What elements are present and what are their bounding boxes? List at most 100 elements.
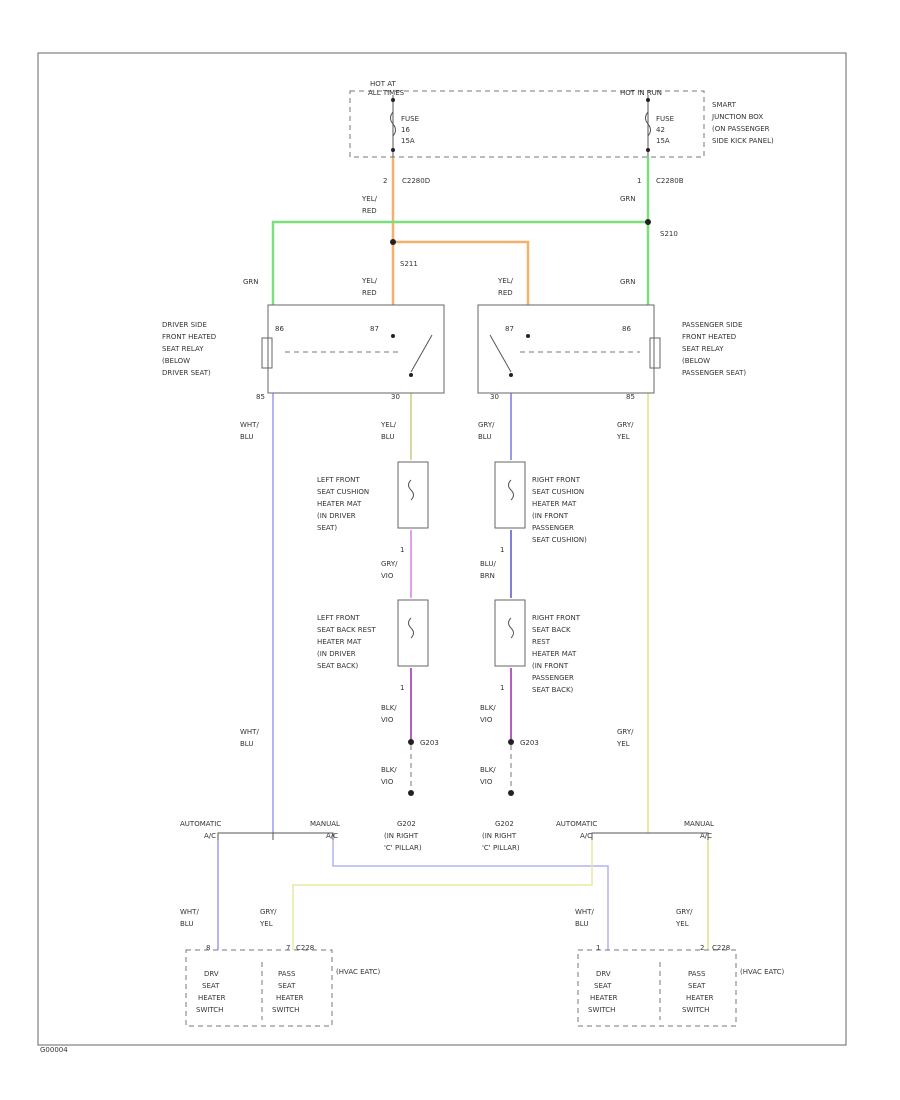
sjb-right-pin: 1	[637, 177, 641, 185]
fuse-42-label-2: 42	[656, 126, 665, 134]
wire-yel-red-branch	[393, 240, 530, 305]
option-auto-1-a: AUTOMATIC	[180, 820, 221, 828]
wire-label-yel-red-a-1: YEL/	[361, 195, 378, 203]
wire-label-wht-blu-1-b: BLU	[240, 433, 253, 441]
relay-left-pin-30: 30	[391, 393, 400, 401]
wire-label-blk-vio-2-a: BLK/	[480, 704, 496, 712]
sjb-left-pin: 2	[383, 177, 387, 185]
splice-s211-dot	[390, 239, 396, 245]
heater-left-back-box	[397, 599, 429, 667]
switch-left-pin-7: 7	[286, 944, 290, 952]
relay-right-pin-30: 30	[490, 393, 499, 401]
sjb-right-conn: C2280B	[656, 177, 684, 185]
diagram-frame	[37, 52, 847, 1046]
pin-left-cushion: 1	[400, 546, 404, 554]
wire-label-gry-yel-3-b: YEL	[259, 920, 273, 928]
sjb-left-header-2: ALL TIMES	[368, 89, 405, 97]
wires	[217, 157, 709, 950]
switch-left-pass-2: SEAT	[278, 982, 296, 990]
switch-right-pass-1: PASS	[688, 970, 706, 978]
options-left: AUTOMATIC A/C MANUAL A/C	[180, 820, 340, 840]
wire-label-yel-red-right-2: RED	[498, 289, 513, 297]
option-auto-2-a: AUTOMATIC	[556, 820, 597, 828]
relay-left-30-dot	[409, 373, 413, 377]
wire-label-blk-vio-2-b: VIO	[480, 716, 493, 724]
wire-label-gry-yel-4-a: GRY/	[676, 908, 693, 916]
switch-right-pass-4: SWITCH	[682, 1006, 709, 1014]
heater-left-cushion-label-3: HEATER MAT	[317, 500, 362, 508]
relay-left-label-4: (BELOW	[162, 357, 190, 365]
switch-right-pin-1: 1	[596, 944, 600, 952]
switch-left-drv-3: HEATER	[198, 994, 226, 1002]
switch-left-desc: (HVAC EATC)	[336, 968, 381, 976]
splice-s211-label: S211	[400, 260, 418, 268]
heater-left-cushion: LEFT FRONT SEAT CUSHION HEATER MAT (IN D…	[317, 461, 429, 532]
relay-left-label-5: DRIVER SEAT)	[162, 369, 211, 377]
sjb-desc-2: JUNCTION BOX	[711, 113, 763, 121]
heater-right-back-box	[494, 599, 526, 667]
heater-left-cushion-label-2: SEAT CUSHION	[317, 488, 369, 496]
option-auto-1-b: A/C	[204, 832, 216, 840]
sjb-dashed-box	[349, 90, 705, 158]
wire-label-yel-blu-a: YEL/	[380, 421, 397, 429]
switch-left-drv-4: SWITCH	[196, 1006, 223, 1014]
relay-left-pin-85: 85	[256, 393, 265, 401]
switch-left-drv-1: DRV	[204, 970, 219, 978]
relay-right-contact	[489, 334, 512, 373]
wire-label-gry-vio-b: VIO	[381, 572, 394, 580]
heater-right-back-label-7: SEAT BACK)	[532, 686, 574, 694]
ground-splice-left-dot	[408, 739, 414, 745]
fuse-16-label-1: FUSE	[401, 115, 419, 123]
wire-label-grn-a: GRN	[620, 195, 636, 203]
splice-s210-label: S210	[660, 230, 678, 238]
switch-right-drv-3: HEATER	[590, 994, 618, 1002]
switch-right-pin-2: 2	[700, 944, 704, 952]
heater-right-back-label-3: REST	[532, 638, 551, 646]
relay-right: 87 86 30 85 PASSENGER SIDE FRONT HEATED …	[477, 304, 746, 401]
relay-left-label-2: FRONT HEATED	[162, 333, 216, 341]
wire-label-wht-blu-2-a: WHT/	[240, 728, 259, 736]
ground-label-left-2: (IN RIGHT	[384, 832, 419, 840]
relay-right-pin-86: 86	[622, 325, 631, 333]
relay-right-label-4: (BELOW	[682, 357, 710, 365]
relay-left-pin-86: 86	[275, 325, 284, 333]
sjb-desc-4: SIDE KICK PANEL)	[712, 137, 774, 145]
relay-right-label-3: SEAT RELAY	[682, 345, 724, 353]
relay-left-87-dot	[391, 334, 395, 338]
ground-label-left-3: 'C' PILLAR)	[384, 844, 422, 852]
wire-label-blu-brn-a: BLU/	[480, 560, 496, 568]
heater-right-cushion-label-6: SEAT CUSHION)	[532, 536, 587, 544]
heater-right-back-label-1: RIGHT FRONT	[532, 614, 581, 622]
switch-right-drv-4: SWITCH	[588, 1006, 615, 1014]
sjb-left-conn: C2280D	[402, 177, 430, 185]
switch-right-drv-1: DRV	[596, 970, 611, 978]
smart-junction-box: HOT AT ALL TIMES HOT IN RUN FUSE 16 15A …	[349, 80, 774, 185]
switch-right-conn: C228	[712, 944, 730, 952]
heater-right-cushion-label-2: SEAT CUSHION	[532, 488, 584, 496]
heater-right-back-label-4: HEATER MAT	[532, 650, 577, 658]
wire-label-wht-blu-3-b: BLU	[180, 920, 193, 928]
wire-label-gry-yel-1-b: YEL	[616, 433, 630, 441]
wire-label-blk-vio-4-b: VIO	[480, 778, 493, 786]
wire-label-gry-yel-4-b: YEL	[675, 920, 689, 928]
heater-right-cushion-label-1: RIGHT FRONT	[532, 476, 581, 484]
sjb-left-header-1: HOT AT	[370, 80, 397, 88]
fuse-42-label-1: FUSE	[656, 115, 674, 123]
relay-right-87-dot	[526, 334, 530, 338]
option-auto-2-b: A/C	[580, 832, 592, 840]
wire-label-blk-vio-3-b: VIO	[381, 778, 394, 786]
switch-right-drv-2: SEAT	[594, 982, 612, 990]
ground-splice-right-dot	[508, 739, 514, 745]
heater-left-back-label-5: SEAT BACK)	[317, 662, 359, 670]
relay-left-coil	[261, 337, 273, 369]
switch-module-left: 8 7 C228 (HVAC EATC) DRV SEAT HEATER SWI…	[185, 944, 381, 1027]
switch-left-pass-3: HEATER	[276, 994, 304, 1002]
wire-label-blk-vio-4-a: BLK/	[480, 766, 496, 774]
option-manual-1-b: A/C	[326, 832, 338, 840]
heater-right-cushion-box	[494, 461, 526, 529]
switch-right-desc: (HVAC EATC)	[740, 968, 785, 976]
wire-wht-blu-cross	[332, 840, 609, 950]
option-branch-right	[591, 832, 709, 840]
fuse-16-top-dot	[391, 98, 395, 102]
relay-right-box	[477, 304, 655, 394]
